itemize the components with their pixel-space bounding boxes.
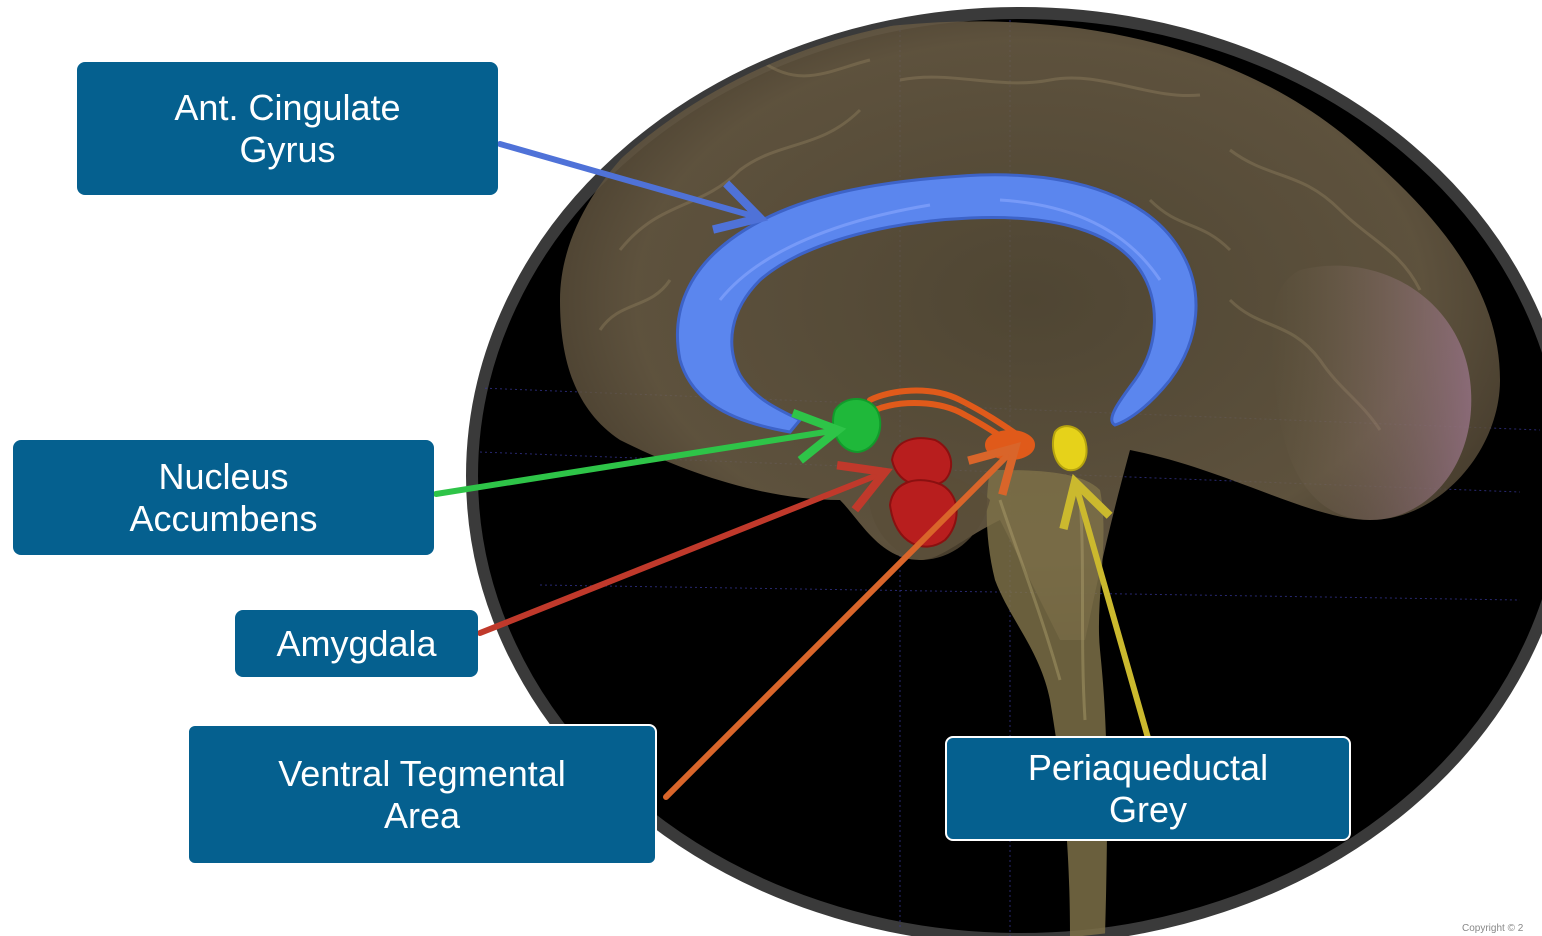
label-periaqueductal-line1: Periaqueductal: [1028, 747, 1268, 789]
label-anterior-cingulate-line2: Gyrus: [239, 129, 335, 171]
label-ventral-tegmental-area: Ventral Tegmental Area: [187, 724, 657, 865]
label-nucleus-accumbens: Nucleus Accumbens: [13, 440, 434, 555]
label-amygdala: Amygdala: [235, 610, 478, 677]
label-ventral-tegmental-line2: Area: [384, 795, 460, 837]
label-nucleus-accumbens-line1: Nucleus: [158, 456, 288, 498]
label-periaqueductal-grey: Periaqueductal Grey: [945, 736, 1351, 841]
amygdala-region: [890, 438, 957, 546]
label-periaqueductal-line2: Grey: [1109, 789, 1187, 831]
label-amygdala-line1: Amygdala: [276, 623, 436, 665]
nucleus-accumbens-region: [833, 399, 880, 452]
label-ventral-tegmental-line1: Ventral Tegmental: [278, 753, 566, 795]
label-nucleus-accumbens-line2: Accumbens: [129, 498, 317, 540]
copyright-text: Copyright © 2: [1462, 923, 1542, 934]
label-anterior-cingulate-line1: Ant. Cingulate: [174, 87, 400, 129]
label-anterior-cingulate: Ant. Cingulate Gyrus: [77, 62, 498, 195]
periaqueductal-grey-region: [1053, 426, 1087, 470]
